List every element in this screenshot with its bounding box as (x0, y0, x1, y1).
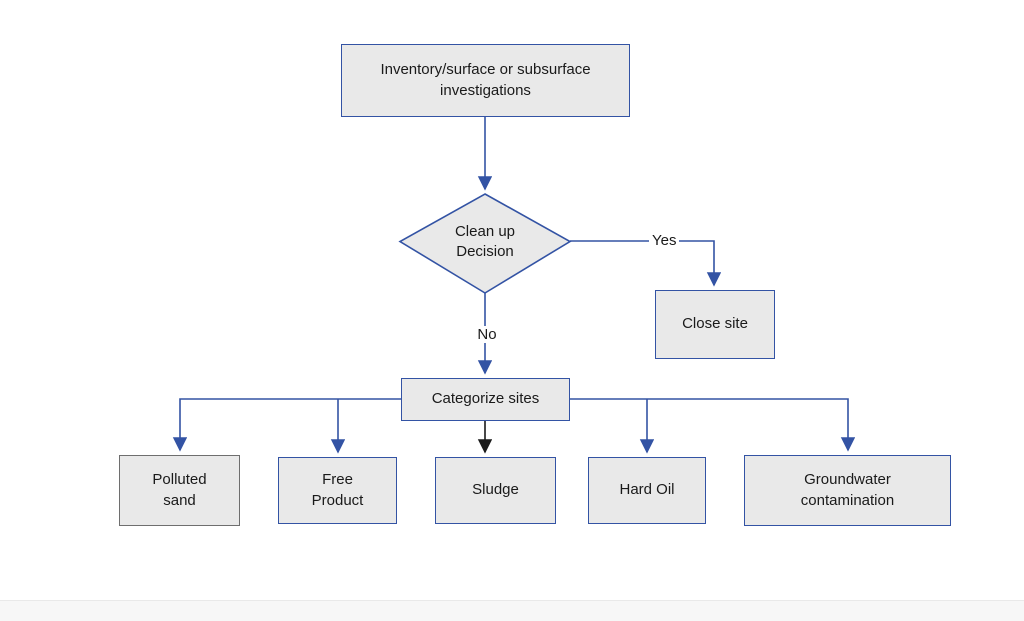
node-sludge: Sludge (435, 457, 556, 524)
node-close-site: Close site (655, 290, 775, 359)
node-cleanup-decision: Clean up Decision (445, 215, 525, 269)
edge-categorize-groundwater (570, 398, 856, 452)
node-sludge-label: Sludge (472, 481, 519, 499)
node-hard-oil-label: Hard Oil (619, 481, 675, 499)
node-free-product-label: Free Product (311, 471, 364, 509)
node-inventory-label: Inventory/surface or subsurface investig… (380, 61, 591, 99)
node-groundwater-contamination-label: Groundwater contamination (800, 471, 895, 509)
node-polluted-sand: Polluted sand (119, 455, 240, 526)
node-cleanup-decision-label: Clean up Decision (454, 222, 516, 260)
node-categorize-sites-label: Categorize sites (431, 390, 540, 408)
node-hard-oil: Hard Oil (588, 457, 706, 524)
node-inventory-investigations: Inventory/surface or subsurface investig… (341, 44, 630, 117)
node-free-product: Free Product (278, 457, 397, 524)
node-groundwater-contamination: Groundwater contamination (744, 455, 951, 526)
decision-diamond-shape (398, 193, 572, 294)
node-polluted-sand-label: Polluted sand (152, 471, 207, 509)
edge-categorize-polluted-sand (172, 398, 401, 452)
node-close-site-label: Close site (682, 315, 748, 333)
footer-bar (0, 600, 1024, 621)
edge-label-yes: Yes (649, 232, 680, 249)
edge-decision-close-site (570, 240, 722, 287)
edge-label-no: No (468, 326, 506, 343)
node-categorize-sites: Categorize sites (401, 378, 570, 421)
